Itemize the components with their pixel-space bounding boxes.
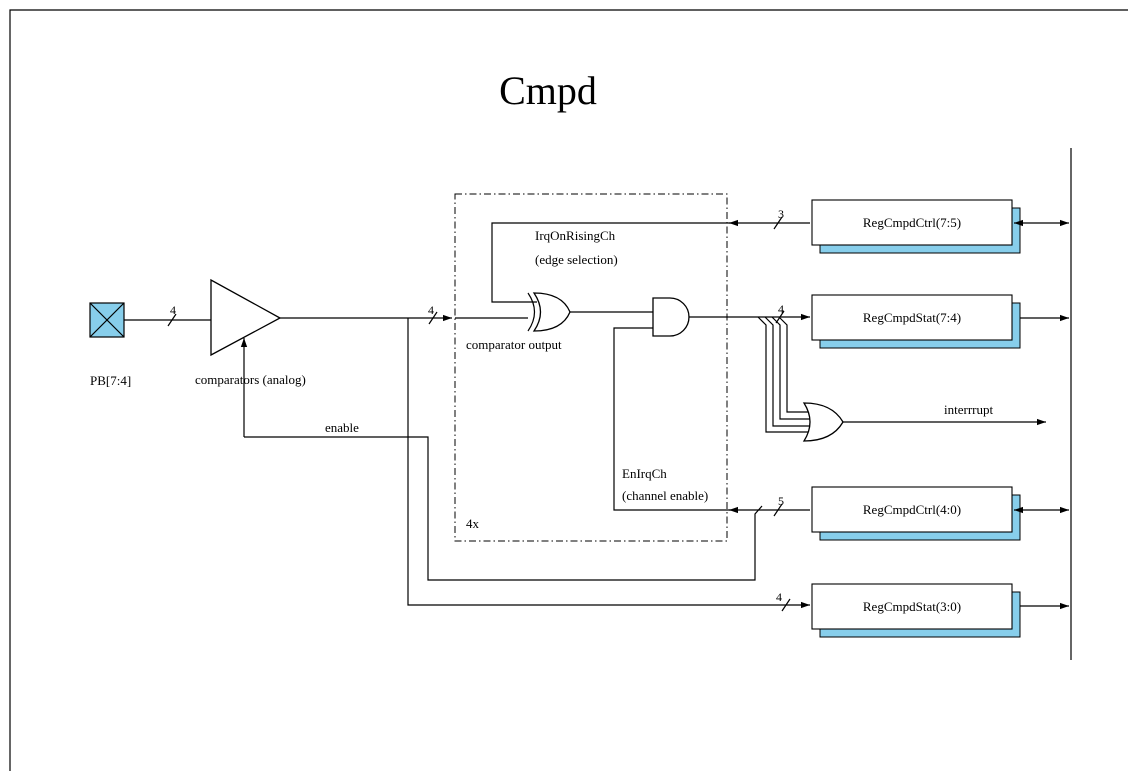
bus-width-pin-in: 4 — [170, 303, 176, 317]
bus-width-stat-lo: 4 — [776, 590, 782, 604]
channel-enable-sub: (channel enable) — [622, 488, 708, 503]
register-name: RegCmpdStat(7:4) — [863, 310, 961, 325]
register-stat-hi: RegCmpdStat(7:4) — [811, 294, 1021, 349]
multiplicity-label: 4x — [466, 516, 480, 531]
interrupt-label: interrrupt — [944, 402, 993, 417]
register-box — [811, 294, 1013, 341]
pin-label: PB[7:4] — [90, 373, 131, 388]
comparator-symbol — [210, 278, 282, 357]
and-gate — [652, 297, 690, 337]
wire-enable-from-ctrl — [244, 436, 763, 581]
xor-gate-input-arc — [527, 292, 536, 332]
register-ctrl-hi: RegCmpdCtrl(7:5) — [811, 199, 1021, 254]
comparator-label: comparators (analog) — [195, 372, 306, 387]
pin-icon — [89, 302, 125, 338]
bus-width-ctrl-lo: 5 — [778, 494, 784, 508]
register-ctrl-lo: RegCmpdCtrl(4:0) — [811, 486, 1021, 541]
register-name: RegCmpdStat(3:0) — [863, 599, 961, 614]
page-frame — [9, 9, 1128, 771]
bus-width-ctrl-hi: 3 — [778, 207, 784, 221]
bus-slash — [781, 598, 791, 612]
or-gate — [802, 402, 844, 442]
comparator-output-label: comparator output — [466, 337, 562, 352]
bus-width-block-in: 4 — [428, 303, 434, 317]
channel-block-frame — [454, 193, 728, 542]
register-box — [811, 583, 1013, 630]
register-name: RegCmpdCtrl(4:0) — [863, 502, 961, 517]
xor-gate — [532, 292, 571, 332]
register-name: RegCmpdCtrl(7:5) — [863, 215, 961, 230]
enable-label: enable — [325, 420, 359, 435]
wire-ctrl-hi — [491, 222, 810, 303]
register-box — [811, 199, 1013, 246]
irq-edge-sub: (edge selection) — [535, 252, 618, 267]
bus-slash — [773, 503, 783, 517]
bus-slash — [773, 216, 783, 230]
irq-edge-label: IrqOnRisingCh — [535, 228, 616, 243]
bus-slash — [167, 313, 177, 327]
wire-stat-lo — [407, 318, 810, 609]
register-stat-lo: RegCmpdStat(3:0) — [811, 583, 1021, 638]
bus-width-stat-hi: 4 — [778, 302, 784, 316]
wire-ctrl-lo — [613, 327, 810, 511]
register-box — [811, 486, 1013, 533]
bus-slash — [775, 310, 785, 324]
channel-enable-label: EnIrqCh — [622, 466, 667, 481]
bus-slash — [428, 311, 438, 325]
diagram-title: Cmpd — [499, 68, 597, 113]
or-fanout-wires — [757, 316, 812, 433]
